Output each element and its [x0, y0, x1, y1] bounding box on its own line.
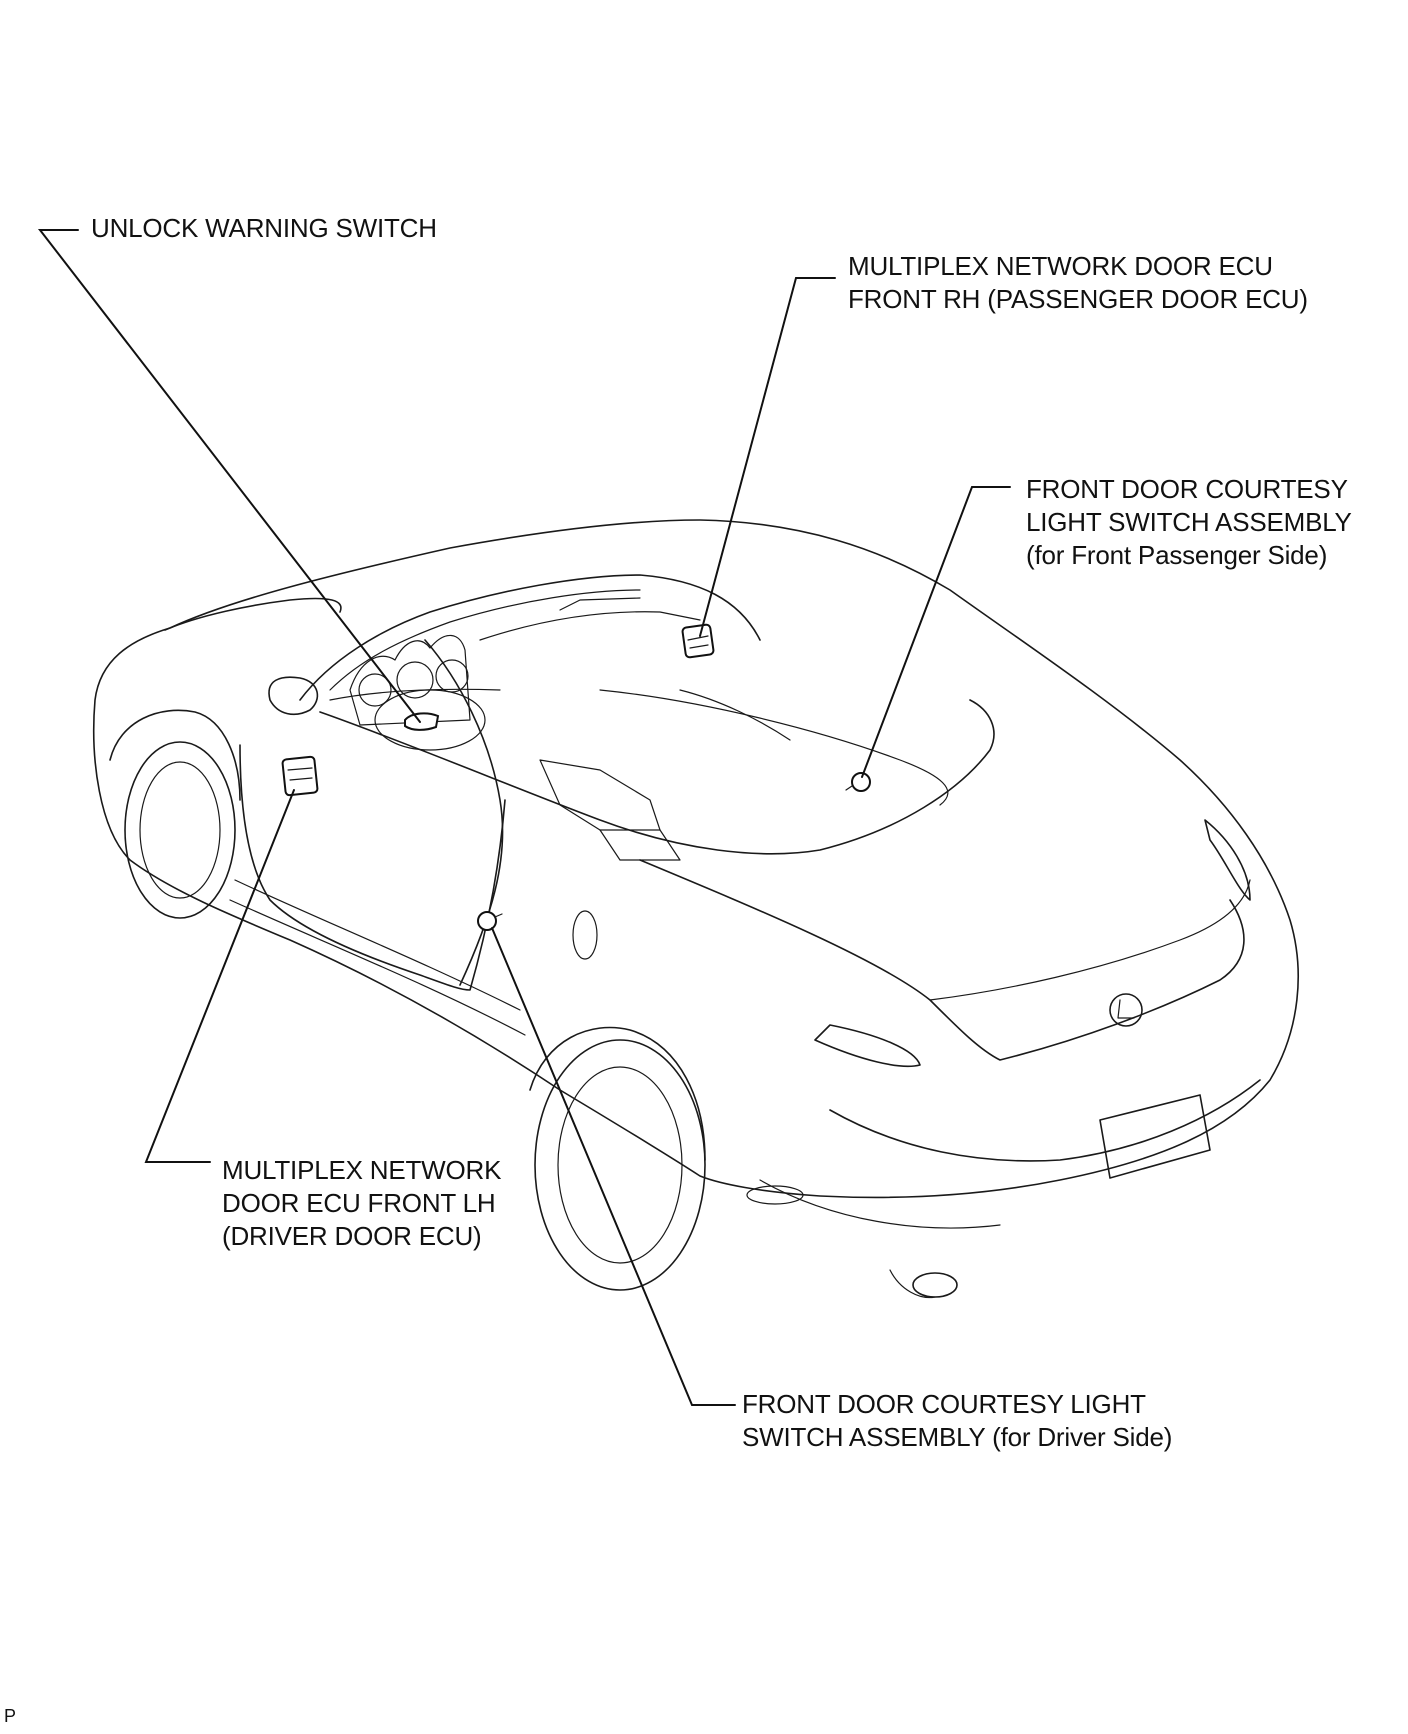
label-line: DOOR ECU FRONT LH: [222, 1188, 496, 1218]
label-line: MULTIPLEX NETWORK DOOR ECU: [848, 251, 1273, 281]
component-markers: [281, 623, 871, 931]
leader-lines: [37, 229, 1011, 1406]
leader-courtesy-switch-passenger: [861, 486, 1011, 778]
tail-light-left: [814, 1024, 921, 1068]
label-line: FRONT DOOR COURTESY LIGHT: [742, 1389, 1146, 1419]
label-line: (for Front Passenger Side): [1026, 540, 1328, 570]
trunk-edge: [929, 879, 1251, 1001]
label-door-ecu-front-lh: MULTIPLEX NETWORK DOOR ECU FRONT LH (DRI…: [222, 1154, 501, 1253]
tail-light-right: [1204, 819, 1251, 901]
windshield-inner: [329, 589, 641, 691]
rear-bumper-lower: [759, 1179, 1001, 1229]
label-line: LIGHT SWITCH ASSEMBLY: [1026, 507, 1352, 537]
rear-wheel-arch: [529, 1026, 706, 1161]
rear-emblem: [1109, 993, 1143, 1027]
label-line: FRONT DOOR COURTESY: [1026, 474, 1348, 504]
door-ecu-front-rh-marker: [681, 623, 715, 659]
rear-reflector: [746, 1185, 804, 1205]
label-line: FRONT RH (PASSENGER DOOR ECU): [848, 284, 1308, 314]
label-unlock-warning-switch: UNLOCK WARNING SWITCH: [91, 212, 437, 245]
a-pillar: [424, 639, 504, 986]
rear-bumper: [829, 1079, 1261, 1162]
instrument-cluster: [349, 634, 471, 726]
front-fender-line: [164, 597, 342, 631]
label-line: SWITCH ASSEMBLY (for Driver Side): [742, 1422, 1173, 1452]
front-wheel: [124, 741, 236, 919]
unlock-warning-switch-marker: [404, 712, 440, 731]
label-line: (DRIVER DOOR ECU): [222, 1221, 482, 1251]
convertible-car-illustration: [92, 519, 1299, 1299]
courtesy-switch-driver-marker: [477, 911, 497, 931]
label-door-ecu-front-rh: MULTIPLEX NETWORK DOOR ECU FRONT RH (PAS…: [848, 250, 1308, 316]
cabin-tub: [319, 699, 995, 855]
front-wheel-arch: [109, 709, 241, 801]
leader-unlock-warning-switch: [37, 229, 421, 723]
car-body-outline: [92, 519, 1299, 1199]
label-line: MULTIPLEX NETWORK: [222, 1155, 502, 1185]
license-plate: [1099, 1094, 1211, 1179]
leader-door-ecu-front-lh: [144, 789, 295, 1163]
fuel-door: [572, 910, 598, 960]
label-courtesy-switch-passenger: FRONT DOOR COURTESY LIGHT SWITCH ASSEMBL…: [1026, 473, 1352, 572]
leader-courtesy-switch-driver: [491, 927, 736, 1406]
trunk-lid: [639, 859, 1245, 1061]
rear-wheel: [534, 1039, 706, 1291]
exhaust-tip: [912, 1272, 958, 1298]
cabin-inner-rim: [599, 689, 949, 806]
leader-door-ecu-front-rh: [699, 277, 836, 637]
side-mirror: [268, 676, 319, 716]
label-courtesy-switch-driver: FRONT DOOR COURTESY LIGHT SWITCH ASSEMBL…: [742, 1388, 1172, 1454]
door-shut-line: [239, 744, 506, 991]
corner-mark: P: [4, 1706, 17, 1726]
side-sill: [234, 879, 521, 1011]
courtesy-switch-passenger-marker: [851, 772, 871, 792]
passenger-seat: [679, 689, 791, 741]
door-ecu-front-lh-marker: [281, 755, 319, 797]
label-line: UNLOCK WARNING SWITCH: [91, 213, 437, 243]
